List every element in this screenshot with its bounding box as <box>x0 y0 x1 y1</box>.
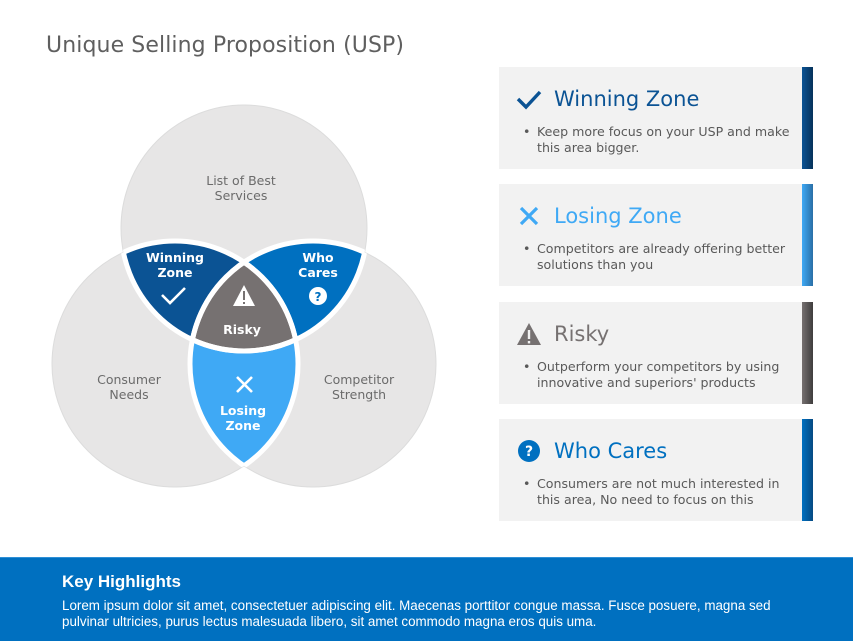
bullet-dot: • <box>523 124 531 139</box>
key-highlights-banner: Key Highlights Lorem ipsum dolor sit ame… <box>0 557 853 641</box>
card-accent-bar <box>802 419 813 521</box>
winning-label-line1: Winning <box>146 250 204 265</box>
card-who-cares: ? Who Cares • Consumers are not much inte… <box>499 419 813 521</box>
risky-label: Risky <box>223 322 261 337</box>
label-left-line1: Consumer <box>97 372 162 387</box>
card-losing-zone: Losing Zone • Competitors are already off… <box>499 184 813 286</box>
losing-label-line2: Zone <box>225 418 260 433</box>
losing-label-line1: Losing <box>220 403 266 418</box>
venn-diagram: List of Best Services Consumer Needs Com… <box>51 104 437 488</box>
who-cares-label-line1: Who <box>302 250 334 265</box>
card-accent-bar <box>802 67 813 169</box>
key-highlights-heading: Key Highlights <box>62 572 182 591</box>
winning-label-line2: Zone <box>157 265 192 280</box>
venn-separators <box>118 238 370 487</box>
label-top-line2: Services <box>215 188 268 203</box>
card-accent-bar <box>802 302 813 404</box>
bullet-dot: • <box>523 476 531 491</box>
label-right-line1: Competitor <box>324 372 395 387</box>
who-cares-label-line2: Cares <box>298 265 338 280</box>
warning-triangle-icon <box>516 321 542 347</box>
key-highlights-body: Lorem ipsum dolor sit amet, consectetuer… <box>62 598 771 629</box>
checkmark-icon <box>161 287 186 305</box>
question-circle-icon: ? <box>516 438 542 464</box>
card-accent-bar <box>802 184 813 286</box>
checkmark-icon <box>516 86 542 112</box>
svg-text:?: ? <box>315 290 322 304</box>
label-top-line1: List of Best <box>206 173 276 188</box>
x-icon <box>236 376 253 393</box>
card-text: Consumers are not much interested in thi… <box>537 476 780 507</box>
card-title: Winning Zone <box>554 87 700 111</box>
card-text: Keep more focus on your USP and make thi… <box>537 124 790 155</box>
label-right-line2: Strength <box>332 387 386 402</box>
bullet-dot: • <box>523 241 531 256</box>
card-title: Losing Zone <box>554 204 682 228</box>
card-winning-zone: Winning Zone • Keep more focus on your US… <box>499 67 813 169</box>
card-text: Competitors are already offering better … <box>537 241 786 272</box>
card-text: Outperform your competitors by using inn… <box>537 359 780 390</box>
x-icon <box>516 203 542 229</box>
label-left-line2: Needs <box>109 387 148 402</box>
page-title: Unique Selling Proposition (USP) <box>46 33 405 58</box>
warning-triangle-icon <box>233 285 255 306</box>
card-risky: Risky • Outperform your competitors by us… <box>499 302 813 404</box>
question-circle-icon: ? <box>309 287 327 305</box>
bullet-dot: • <box>523 359 531 374</box>
card-title: Risky <box>554 322 610 346</box>
card-title: Who Cares <box>554 439 668 463</box>
svg-text:?: ? <box>525 444 533 460</box>
